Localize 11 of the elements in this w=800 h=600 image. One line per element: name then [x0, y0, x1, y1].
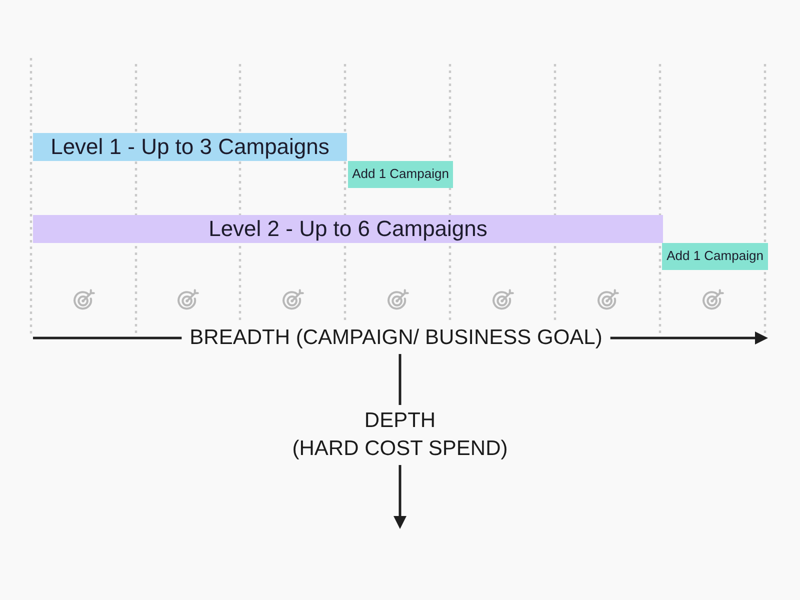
add-campaign-bar — [348, 161, 453, 188]
level-bar — [33, 215, 663, 243]
add-campaign-bar — [662, 243, 768, 270]
bar-label: Add 1 Campaign — [666, 249, 764, 264]
axis-label: (HARD COST SPEND) — [292, 438, 508, 460]
level-bar — [33, 133, 347, 161]
axis-label: DEPTH — [364, 410, 436, 432]
bar-label: Add 1 Campaign — [352, 167, 449, 182]
bar-label: Level 1 - Up to 3 Campaigns — [50, 134, 330, 160]
bar-label: Level 2 - Up to 6 Campaigns — [208, 216, 488, 242]
axis-label: BREADTH (CAMPAIGN/ BUSINESS GOAL) — [190, 326, 602, 350]
